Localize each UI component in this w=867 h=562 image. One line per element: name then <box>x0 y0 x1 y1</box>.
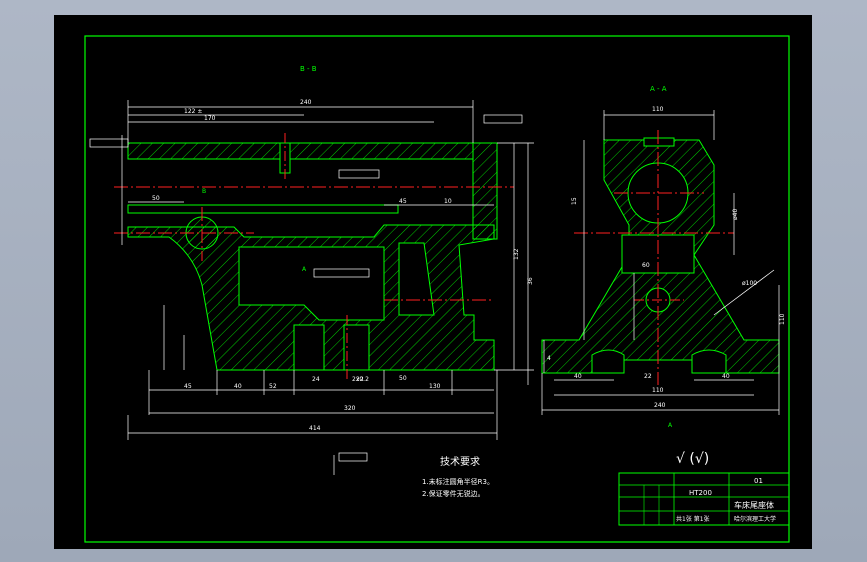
dim-top-sub2: 170 <box>204 115 216 122</box>
tolerance-frame-bottom <box>338 452 368 462</box>
title-sheet-count: 共1张 第1张 <box>676 515 710 523</box>
notes-heading: 技术要求 <box>440 455 480 468</box>
section-view-aa: 110 15 4 110 40 40 240 22 110 60 ø100 ø4… <box>541 85 786 429</box>
dim-aa-right-110: 110 <box>779 313 786 325</box>
title-school: 哈尔滨理工大学 <box>734 515 776 523</box>
title-material: HT200 <box>689 489 712 497</box>
dim-top-overall: 240 <box>300 99 312 106</box>
notes-line-2: 2.保证零件无锐边。 <box>422 489 485 498</box>
dim-aa-hole-40: ø40 <box>732 209 739 220</box>
middle-rail <box>127 204 399 214</box>
aa-foot-slot-left <box>591 349 625 374</box>
dim-bottom-overall: 414 <box>309 425 321 432</box>
dim-bottom-24: 24 <box>312 376 320 383</box>
drawing-sheet: 240 122 ± 170 50 414 320 130 50 40 45 52… <box>54 15 812 549</box>
dim-aa-right-r100: ø100 <box>742 280 757 287</box>
bottom-slot-1 <box>293 324 325 371</box>
dim-aa-mid-60: 60 <box>642 262 650 269</box>
inner-pocket <box>398 242 435 316</box>
dim-height-36: 36 <box>527 277 534 285</box>
section-view-bb: 240 122 ± 170 50 414 320 130 50 40 45 52… <box>89 65 534 475</box>
tolerance-frame-left <box>89 138 129 148</box>
dim-aa-bottom-110: 110 <box>652 387 664 394</box>
dim-middle-10: 10 <box>444 198 452 205</box>
top-rail-section <box>127 142 474 160</box>
dimension-lines-right <box>541 110 780 415</box>
tolerance-frame-top <box>483 114 523 124</box>
dim-middle-45: 45 <box>399 198 407 205</box>
dim-bottom-52: 52 <box>269 383 277 390</box>
dim-height-132: 132 <box>513 248 520 260</box>
dim-top-sub1: 122 ± <box>184 108 202 115</box>
dim-aa-bottom-40a: 40 <box>574 373 582 380</box>
dim-bottom-320: 320 <box>344 405 356 412</box>
dim-bottom-50: 50 <box>399 375 407 382</box>
title-drawing-no: 01 <box>754 477 763 485</box>
dim-left-50: 50 <box>152 195 160 202</box>
dimension-lines-left <box>121 100 534 475</box>
notes-line-1: 1.未标注圆角半径R3。 <box>422 477 494 486</box>
dim-bottom-22: 22 <box>356 376 364 383</box>
aa-top-boss <box>643 137 675 147</box>
bottom-slot-2 <box>343 324 370 371</box>
marker-b-upper: B <box>202 188 206 195</box>
title-block: 01 HT200 车床尾座体 哈尔滨理工大学 共1张 第1张 <box>618 472 790 526</box>
aa-foot-slot-right <box>691 349 727 374</box>
tolerance-frame-lower <box>313 268 370 278</box>
marker-a-mid: A <box>302 266 307 273</box>
drawing-canvas: 240 122 ± 170 50 414 320 130 50 40 45 52… <box>84 35 790 543</box>
inner-cavity <box>238 246 385 321</box>
dim-aa-top-110: 110 <box>652 106 664 113</box>
label-section-aa: A - A <box>650 85 667 93</box>
surface-finish-symbol: √ (√) <box>676 451 709 467</box>
title-part-name: 车床尾座体 <box>734 500 774 510</box>
dim-aa-bottom-22: 22 <box>644 373 652 380</box>
tolerance-frame-middle <box>338 169 380 179</box>
drawing-frame <box>84 35 790 543</box>
dim-bottom-130: 130 <box>429 383 441 390</box>
dim-aa-left-15: 15 <box>571 197 578 205</box>
dim-fillet: 2x0.2 <box>352 376 369 383</box>
label-section-bb: B - B <box>300 65 317 73</box>
technical-requirements: 技术要求 1.未标注圆角半径R3。 2.保证零件无锐边。 <box>422 455 494 498</box>
dim-aa-left-4: 4 <box>547 355 551 362</box>
dim-aa-bottom-240: 240 <box>654 402 666 409</box>
dim-aa-bottom-40b: 40 <box>722 373 730 380</box>
marker-a-bottom: A <box>668 422 673 429</box>
dim-bottom-40: 40 <box>234 383 242 390</box>
dim-bottom-45: 45 <box>184 383 192 390</box>
